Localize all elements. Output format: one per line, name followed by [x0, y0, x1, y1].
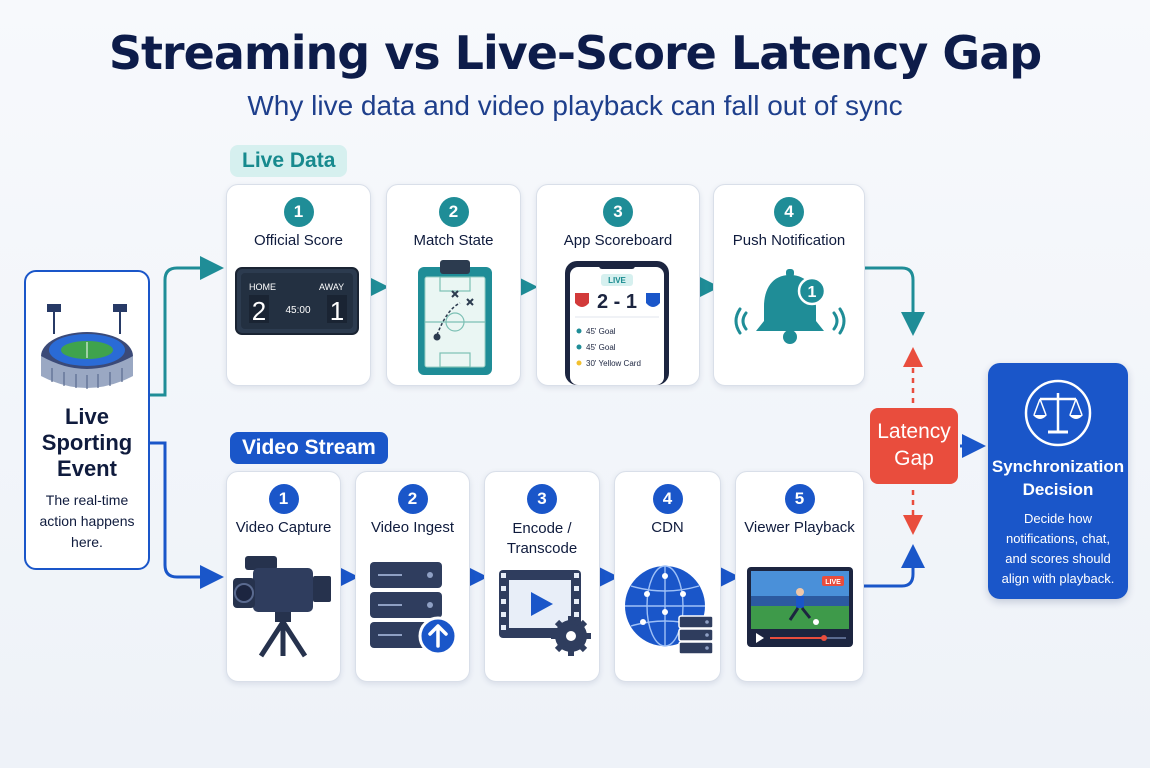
gap-line-2: Gap	[894, 447, 934, 470]
step-label: Viewer Playback	[744, 519, 855, 536]
video-stream-lane-label: Video Stream	[230, 432, 388, 464]
gap-line-1: Latency	[877, 420, 951, 443]
live-step-app-scoreboard: 3 App Scoreboard LIVE 2 - 1 45' Goal 45'…	[536, 184, 700, 386]
server-upload-icon	[370, 562, 458, 656]
step-number: 4	[774, 197, 804, 227]
scoreboard-clock: 45:00	[285, 305, 310, 316]
step-number: 1	[268, 484, 299, 514]
event-title-line-2: Sporting	[41, 430, 133, 455]
scales-icon	[1024, 379, 1092, 447]
step-label: App Scoreboard	[563, 232, 673, 249]
video-step-ingest: 2 Video Ingest	[355, 471, 470, 682]
event-title-line-1: Live	[64, 404, 110, 429]
step-label: Video Ingest	[370, 519, 455, 536]
live-data-lane-label: Live Data	[230, 145, 348, 177]
app-event-2: 45' Goal	[586, 343, 616, 352]
globe-server-icon	[625, 565, 714, 655]
notification-count: 1	[808, 284, 817, 301]
live-step-official-score: 1 Official Score HOME AWAY 2 1 45:00	[226, 184, 371, 386]
player-live-badge: LIVE	[825, 579, 841, 586]
app-live-badge: LIVE	[608, 276, 626, 285]
step-number: 3	[527, 484, 557, 514]
step-label-line-1: Encode /	[512, 520, 572, 537]
decision-title: Synchronization Decision	[991, 457, 1125, 499]
step-number: 3	[603, 197, 633, 227]
step-number: 5	[784, 484, 815, 514]
latency-gap-box: Latency Gap	[870, 408, 958, 484]
scoreboard-home-label: HOME	[249, 282, 276, 292]
step-label: Official Score	[254, 232, 343, 249]
live-to-gap-arrow	[864, 266, 925, 336]
phone-icon: LIVE 2 - 1 45' Goal 45' Goal 30' Yellow …	[565, 261, 669, 385]
step-label: CDN	[651, 519, 684, 536]
video-to-gap-arrow	[864, 544, 925, 588]
event-title: Live Sporting Event	[26, 404, 148, 482]
live-step-match-state: 2 Match State	[386, 184, 521, 386]
clipboard-icon	[418, 260, 492, 375]
video-player-icon: LIVE	[747, 567, 853, 647]
video-step-capture: 1 Video Capture	[226, 471, 341, 682]
scoreboard-home-score: 2	[252, 296, 266, 326]
step-label: Match State	[413, 232, 494, 249]
scoreboard-icon: HOME AWAY 2 1 45:00	[235, 267, 359, 335]
video-settings-icon	[499, 570, 591, 656]
step-label: Encode / Transcode	[485, 519, 599, 559]
event-to-live-arrow	[148, 256, 224, 397]
step-number: 4	[652, 484, 683, 514]
event-description: The real-time action happens here.	[39, 492, 135, 550]
stadium-icon	[41, 304, 133, 389]
app-event-3: 30' Yellow Card	[586, 359, 641, 368]
step-label-line-2: Transcode	[506, 540, 578, 557]
app-score: 2 - 1	[597, 291, 637, 313]
app-event-1: 45' Goal	[586, 327, 616, 336]
event-to-video-arrow	[148, 441, 224, 589]
bell-icon: 1	[734, 269, 846, 344]
camera-icon	[233, 556, 331, 658]
live-step-push-notification: 4 Push Notification 1	[713, 184, 865, 386]
scoreboard-away-score: 1	[330, 296, 344, 326]
video-step-encode: 3 Encode / Transcode	[484, 471, 600, 682]
video-step-playback: 5 Viewer Playback LIVE	[735, 471, 864, 682]
video-step-cdn: 4 CDN	[614, 471, 721, 682]
synchronization-decision-card: Synchronization Decision Decide how noti…	[988, 363, 1128, 599]
page-title: Streaming vs Live-Score Latency Gap	[108, 26, 1042, 80]
page-subtitle: Why live data and video playback can fal…	[247, 90, 903, 121]
live-sporting-event-card: Live Sporting Event The real-time action…	[24, 270, 150, 570]
step-label: Video Capture	[235, 519, 332, 536]
scoreboard-away-label: AWAY	[319, 282, 344, 292]
step-number: 1	[283, 197, 314, 227]
step-label: Push Notification	[732, 232, 846, 249]
step-number: 2	[397, 484, 428, 514]
decision-description: Decide how notifications, chat, and scor…	[1001, 511, 1115, 586]
step-number: 2	[438, 197, 469, 227]
event-title-line-3: Event	[57, 456, 117, 481]
